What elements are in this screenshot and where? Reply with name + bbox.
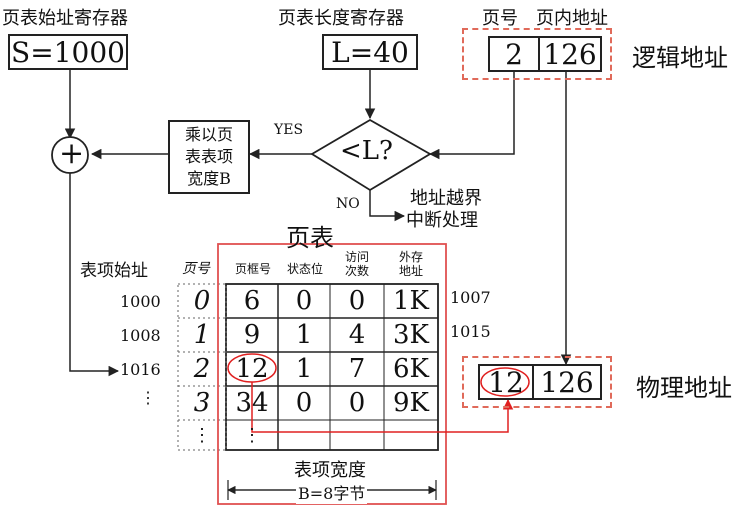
entry-start-label: 表项始址 bbox=[80, 261, 148, 281]
entry-width-label: 表项宽度 bbox=[294, 460, 366, 481]
physical-address-title: 物理地址 bbox=[636, 374, 732, 402]
row-2-page: 2 bbox=[193, 354, 211, 384]
no-label: NO bbox=[336, 196, 360, 212]
row-0-page: 0 bbox=[193, 286, 211, 316]
address-left-1: 1008 bbox=[120, 326, 161, 345]
page-table-register-box: S=1000 bbox=[8, 34, 128, 70]
header-access-1: 访问 bbox=[344, 250, 369, 264]
multiply-line-3: 宽度B bbox=[187, 169, 231, 188]
logical-address-title: 逻辑地址 bbox=[632, 44, 728, 72]
row-4-frame: ⋮ bbox=[243, 424, 261, 446]
page-col-label: 页号 bbox=[182, 261, 210, 277]
row-3-page: 3 bbox=[193, 388, 211, 418]
logical-page-no: 2 bbox=[488, 36, 540, 72]
row-0-access: 0 bbox=[348, 286, 366, 316]
row-0-status: 0 bbox=[295, 286, 313, 316]
multiply-box: 乘以页 表表项 宽度B bbox=[168, 120, 250, 194]
row-1-frame: 9 bbox=[243, 320, 261, 350]
plus-icon: + bbox=[59, 136, 85, 171]
row-3-access: 0 bbox=[348, 388, 366, 418]
header-frame: 页框号 bbox=[234, 262, 271, 276]
multiply-line-1: 乘以页 bbox=[184, 125, 233, 144]
logical-offset: 126 bbox=[538, 36, 602, 72]
compare-label: <L? bbox=[340, 136, 393, 166]
page-table-register-label: 页表始址寄存器 bbox=[2, 8, 128, 29]
page-table-length-box: L=40 bbox=[322, 34, 418, 70]
address-left-3: ⋮ bbox=[140, 388, 156, 407]
row-2-frame: 12 bbox=[235, 354, 269, 384]
header-ext-1: 外存 bbox=[398, 250, 423, 264]
header-status: 状态位 bbox=[286, 262, 323, 276]
header-ext: 外存 地址 bbox=[384, 250, 438, 278]
row-0-ext: 1K bbox=[393, 286, 429, 316]
page-table-title: 页表 bbox=[286, 224, 334, 252]
page-no-label: 页号 bbox=[482, 8, 518, 29]
entry-width-value: B=8字节 bbox=[296, 480, 368, 504]
physical-frame-no: 12 bbox=[478, 364, 534, 400]
row-3-frame: 34 bbox=[235, 388, 269, 418]
row-1-page: 1 bbox=[193, 320, 211, 350]
address-right-1: 1015 bbox=[450, 322, 491, 341]
row-2-status: 1 bbox=[295, 354, 313, 384]
address-right-0: 1007 bbox=[450, 288, 491, 307]
physical-address-frame bbox=[462, 356, 612, 408]
logical-address-frame bbox=[462, 28, 612, 80]
overflow-line-1: 地址越界 bbox=[410, 188, 482, 209]
row-4-page: ⋮ bbox=[193, 424, 211, 446]
multiply-line-2: 表表项 bbox=[184, 147, 233, 166]
row-3-ext: 9K bbox=[393, 388, 429, 418]
address-left-0: 1000 bbox=[120, 292, 161, 311]
row-2-ext: 6K bbox=[393, 354, 429, 384]
overflow-line-2: 中断处理 bbox=[406, 210, 478, 231]
row-1-access: 4 bbox=[348, 320, 366, 350]
row-1-ext: 3K bbox=[393, 320, 429, 350]
offset-label: 页内地址 bbox=[536, 8, 608, 29]
row-3-status: 0 bbox=[295, 388, 313, 418]
header-access-2: 次数 bbox=[344, 264, 369, 278]
row-2-access: 7 bbox=[348, 354, 366, 384]
row-0-frame: 6 bbox=[243, 286, 261, 316]
page-table-length-label: 页表长度寄存器 bbox=[278, 8, 404, 29]
row-1-status: 1 bbox=[295, 320, 313, 350]
address-left-2: 1016 bbox=[120, 360, 161, 379]
yes-label: YES bbox=[274, 122, 304, 138]
header-ext-2: 地址 bbox=[398, 264, 423, 278]
header-access: 访问 次数 bbox=[330, 250, 384, 278]
physical-offset: 126 bbox=[532, 364, 602, 400]
